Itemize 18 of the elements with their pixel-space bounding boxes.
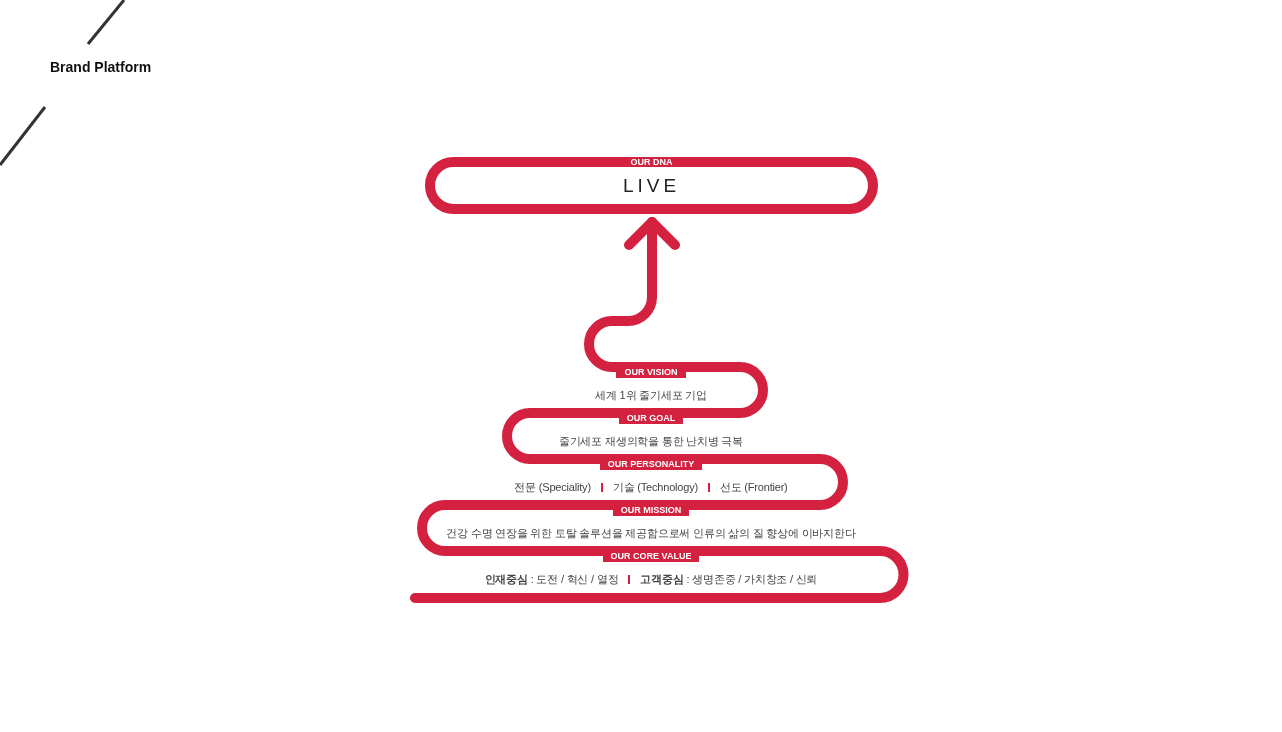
section-heading: OUR MISSION: [612, 504, 690, 516]
section-text: 세계 1위 줄기세포 기업: [595, 389, 707, 402]
section-text: 건강 수명 연장을 위한 토탈 솔루션을 제공함으로써 인류의 삶의 질 향상에 이바지한다: [446, 527, 856, 540]
pill-box: [425, 157, 878, 214]
section-text: 전문 (Speciality): [514, 481, 591, 494]
section-heading: OUR GOAL: [618, 412, 684, 424]
section-heading: OUR DNA: [629, 157, 674, 167]
section-text: 인재중심 : 도전 / 혁신 / 열정: [484, 573, 619, 586]
section-text: 기술 (Technology): [612, 481, 698, 494]
section-heading: OUR VISION: [616, 366, 686, 378]
section-text: 고객중심 : 생명존중 / 가치창조 / 신뢰: [640, 573, 818, 586]
section-text: 줄기세포 재생의학을 통한 난치병 극복: [558, 435, 744, 448]
section-heading: OUR PERSONALITY: [599, 458, 703, 470]
section-heading: OUR CORE VALUE: [602, 550, 700, 562]
page-title: Brand Platform: [50, 59, 152, 75]
section-text: 선도 (Frontier): [719, 481, 788, 494]
arrow: [584, 217, 680, 372]
dna-word: LIVE: [621, 175, 682, 197]
